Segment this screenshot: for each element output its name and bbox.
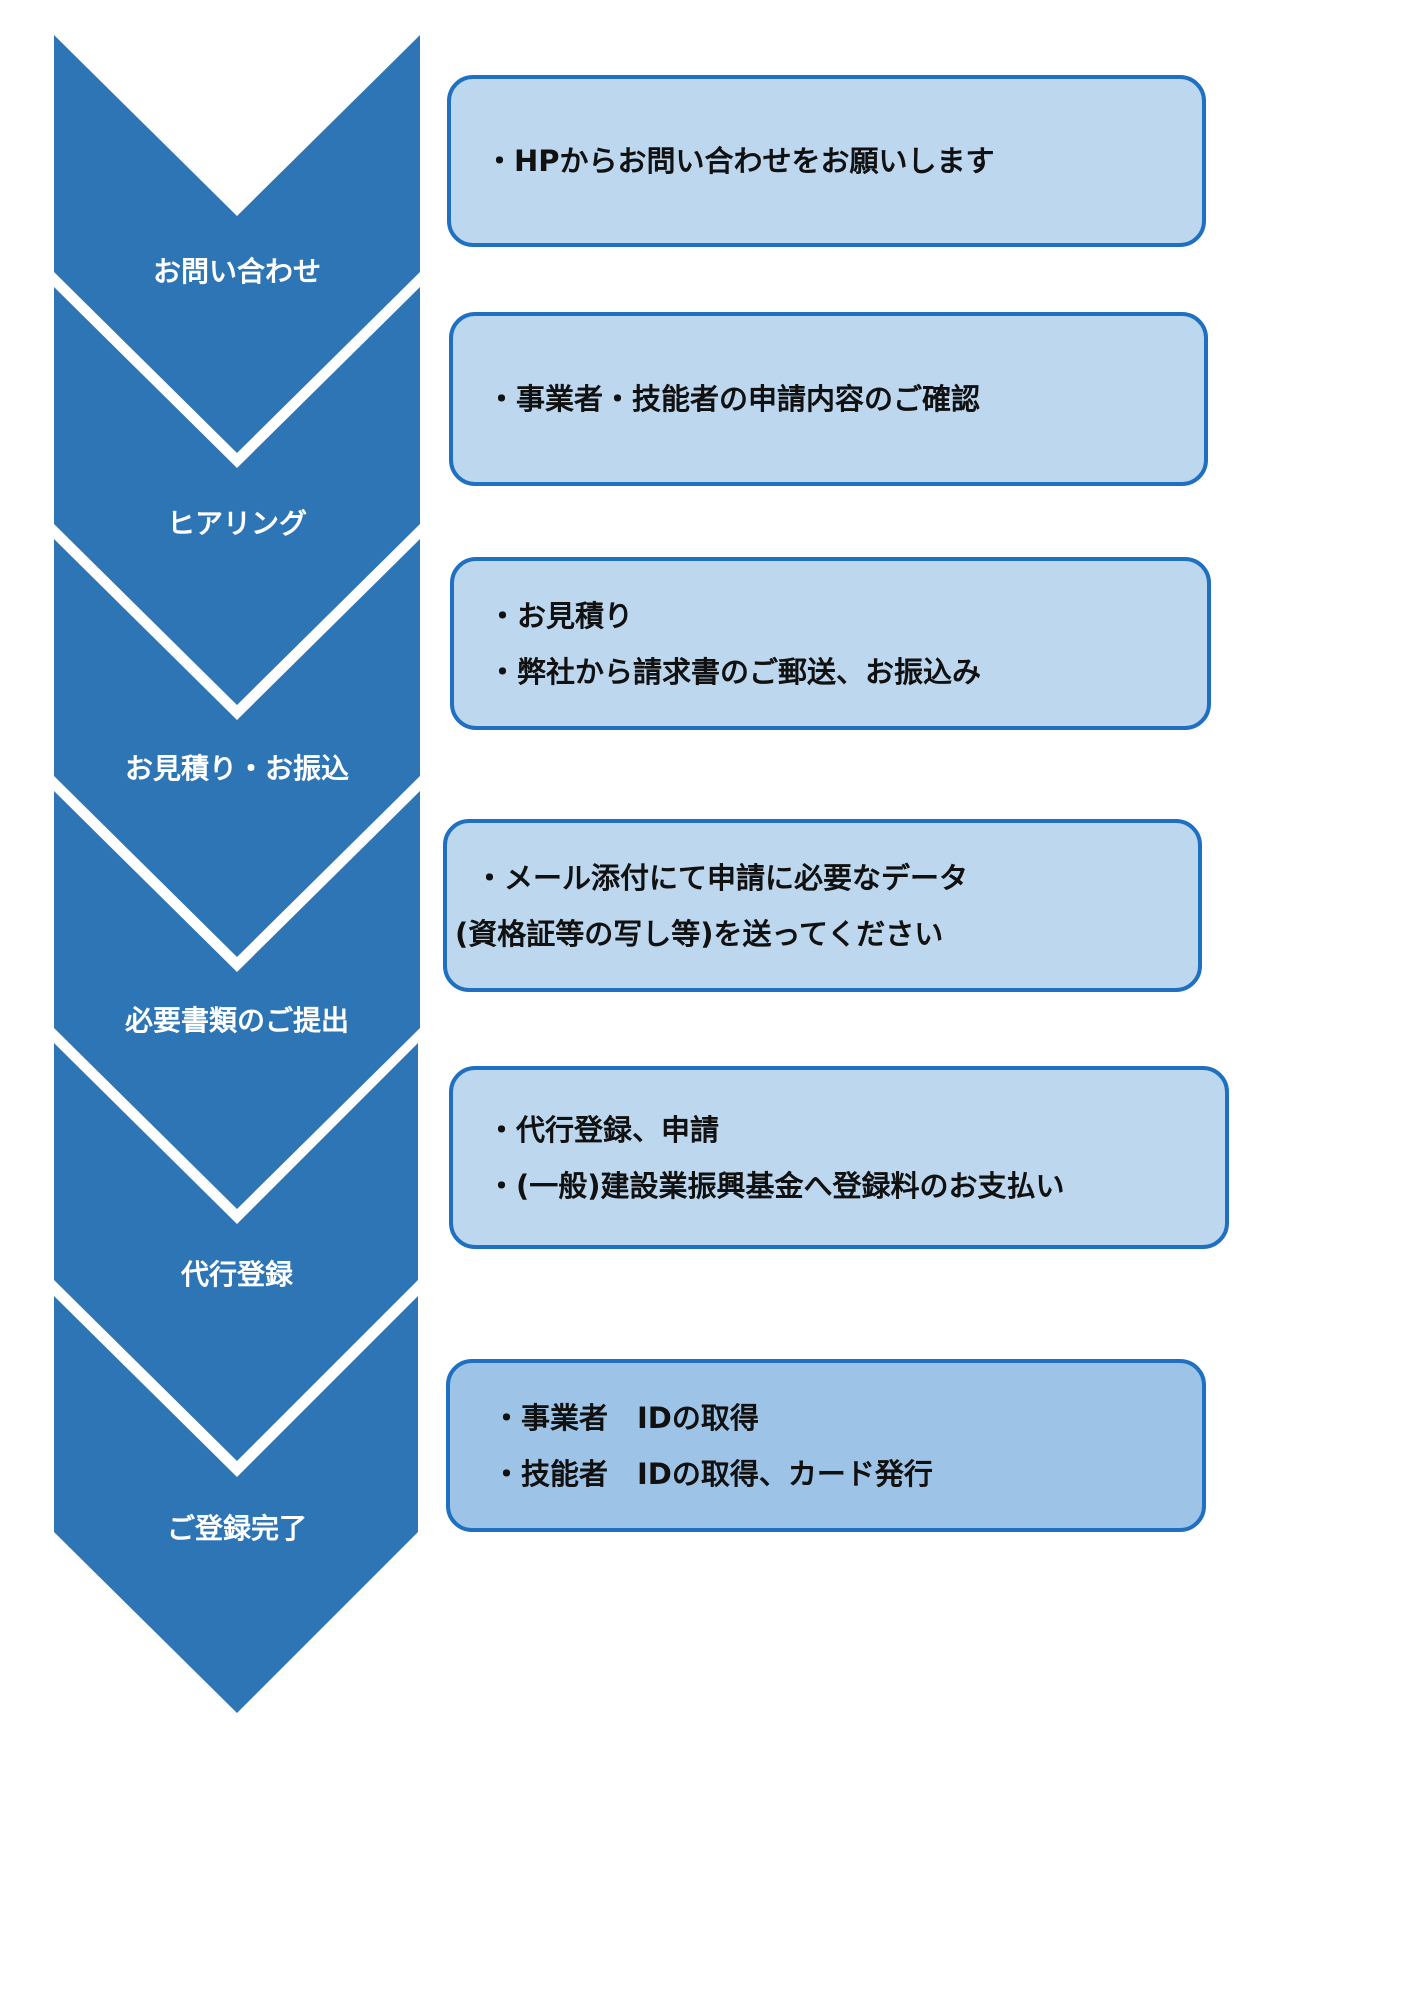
chevron-step-6 [54,1296,418,1713]
step-label: ご登録完了 [166,1512,307,1545]
description-line: ・弊社から請求書のご郵送、お振込み [488,654,982,689]
description-line: ・事業者・技能者の申請内容のご確認 [487,382,981,416]
step-label: お見積り・お振込 [124,752,349,785]
chevron-step-5 [54,1043,418,1461]
chevron-step-2 [54,287,420,705]
step-label: ヒアリング [166,507,307,540]
description-line: ・お見積り [488,598,634,633]
description-line: ・事業者 IDの取得 [492,1400,759,1435]
chevron-step-1 [54,35,420,453]
step-description-box: ・メール添付にて申請に必要なデータ (資格証等の写し等)を送ってください [443,819,1202,992]
step-label: 代行登録 [180,1258,293,1291]
step-description-box-final: ・事業者 IDの取得 ・技能者 IDの取得、カード発行 [446,1359,1206,1532]
description-line: ・代行登録、申請 [487,1112,720,1147]
step-label: 必要書類のご提出 [124,1004,349,1037]
chevron-step-4 [54,791,420,1209]
description-line: ・HPからお問い合わせをお願いします [485,144,995,178]
description-line: (資格証等の写し等)を送ってください [455,916,944,951]
chevron-step-3 [54,539,420,957]
step-label: お問い合わせ [152,255,321,288]
step-description-box: ・HPからお問い合わせをお願いします [447,75,1206,247]
description-line: ・メール添付にて申請に必要なデータ [475,860,969,895]
step-description-box: ・代行登録、申請 ・(一般)建設業振興基金へ登録料のお支払い [449,1066,1229,1249]
description-line: ・技能者 IDの取得、カード発行 [492,1456,933,1491]
step-description-box: ・お見積り ・弊社から請求書のご郵送、お振込み [450,557,1211,730]
description-line: ・(一般)建設業振興基金へ登録料のお支払い [487,1168,1065,1203]
step-description-box: ・事業者・技能者の申請内容のご確認 [449,312,1208,486]
